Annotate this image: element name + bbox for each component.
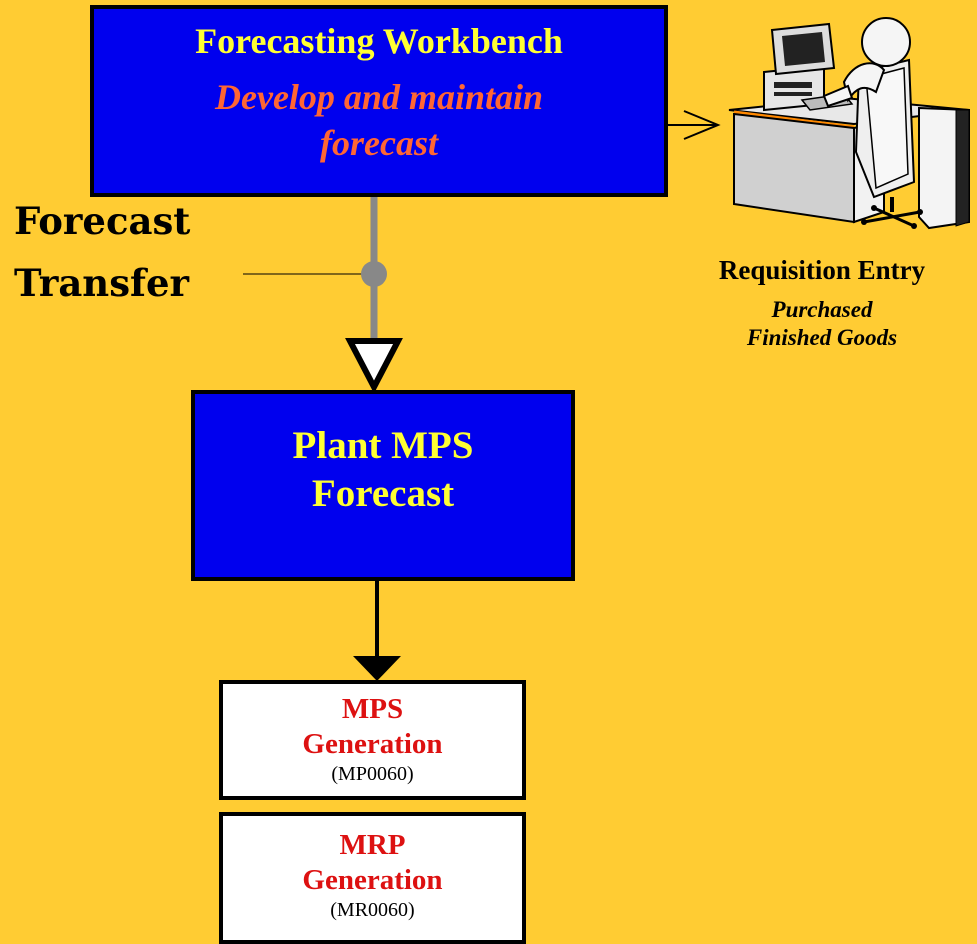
workbench-title: Forecasting Workbench (195, 21, 563, 61)
mrp-gen-code: (MR0060) (330, 899, 415, 921)
forecast-transfer-label: Forecast Transfer (14, 198, 244, 306)
mrp-gen-line-1: MRP (339, 829, 406, 861)
mrp-generation-box[interactable]: MRP Generation (MR0060) (219, 812, 526, 944)
requisition-title: Requisition Entry (718, 255, 926, 285)
forecasting-workbench-box[interactable]: Forecasting Workbench Develop and mainta… (90, 5, 668, 197)
plant-mps-line-1: Plant MPS (292, 424, 474, 467)
requisition-line-2: Finished Goods (746, 325, 898, 350)
mps-gen-line-1: MPS (341, 693, 404, 725)
transfer-arrowhead (345, 338, 403, 394)
mps-gen-line-2: Generation (302, 728, 443, 760)
transfer-line-2: Transfer (14, 261, 189, 305)
mps-gen-code: (MP0060) (331, 763, 414, 785)
mps-generation-box[interactable]: MPS Generation (MP0060) (219, 680, 526, 800)
workbench-subtitle-1: Develop and maintain (214, 77, 543, 117)
requisition-arrowhead (683, 110, 721, 140)
mrp-gen-line-2: Generation (302, 864, 443, 896)
transfer-line-1: Forecast (14, 199, 191, 243)
plant-mps-line-2: Forecast (311, 472, 455, 515)
workstation-user-icon (728, 17, 970, 230)
workbench-subtitle-2: forecast (320, 123, 438, 163)
requisition-entry-label: Requisition Entry Purchased Finished Goo… (672, 252, 972, 352)
plant-to-mps-arrowhead (353, 656, 401, 681)
requisition-line-1: Purchased (771, 297, 873, 322)
plant-mps-forecast-box[interactable]: Plant MPS Forecast (191, 390, 575, 581)
transfer-junction-dot (361, 261, 387, 287)
